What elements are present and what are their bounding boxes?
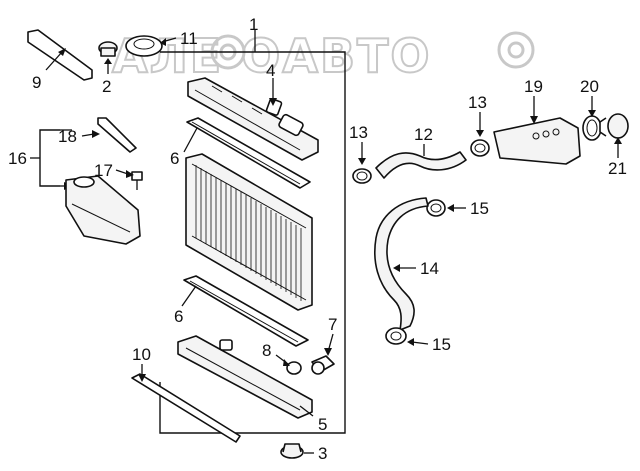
callout-20: 20 — [580, 77, 599, 96]
watermark-text: АЛЕ ОАВТО — [112, 29, 432, 83]
callout-2: 2 — [102, 77, 111, 96]
radiator-assembly-bracket — [159, 51, 346, 434]
upper-tank — [187, 77, 319, 161]
callout-16: 16 — [8, 149, 27, 168]
callout-8: 8 — [262, 341, 271, 360]
callout-19: 19 — [524, 77, 543, 96]
upper-radiator-hose — [375, 151, 467, 179]
lower-seal-strip — [131, 373, 241, 443]
hose-clamp-right — [470, 139, 490, 157]
callout-12: 12 — [414, 125, 433, 144]
callout-14: 14 — [420, 259, 439, 278]
callout-11: 11 — [180, 29, 198, 48]
callout-17: 17 — [94, 161, 113, 180]
thermostat — [599, 113, 629, 139]
upper-cushion — [98, 41, 118, 57]
callout-9: 9 — [32, 73, 41, 92]
callout-10: 10 — [132, 345, 151, 364]
lower-tank — [177, 335, 313, 419]
overflow-hose — [97, 117, 137, 153]
water-outlet-pipe — [493, 117, 581, 165]
callout-7: 7 — [328, 315, 337, 334]
hose-clamp-left — [352, 168, 372, 184]
callout-15-upper: 15 — [470, 199, 489, 218]
callout-3: 3 — [318, 444, 327, 463]
callout-1: 1 — [249, 15, 258, 34]
callout-15-lower: 15 — [432, 335, 451, 354]
hose-clamp-lower-15 — [385, 327, 407, 345]
watermark-logo: АЛЕ ОАВТО — [111, 28, 535, 84]
callout-13-left: 13 — [349, 123, 368, 142]
reservoir-bolt — [131, 171, 143, 190]
upper-gasket — [186, 117, 311, 189]
callout-4: 4 — [266, 61, 275, 80]
lower-gasket — [183, 275, 309, 347]
coolant-reservoir — [65, 175, 141, 245]
reservoir-group-bracket — [39, 129, 60, 187]
callout-6-lower: 6 — [174, 307, 183, 326]
radiator-cap — [125, 35, 163, 57]
callout-21: 21 — [608, 159, 627, 178]
drain-cock — [311, 355, 335, 375]
drain-plug — [286, 361, 302, 375]
callout-5: 5 — [318, 415, 327, 434]
hose-clamp-upper-15 — [426, 199, 446, 217]
callout-6-upper: 6 — [170, 149, 179, 168]
callout-13-right: 13 — [468, 93, 487, 112]
callout-18: 18 — [58, 127, 77, 146]
lower-cushion — [280, 443, 304, 459]
radiator-core — [185, 153, 313, 311]
